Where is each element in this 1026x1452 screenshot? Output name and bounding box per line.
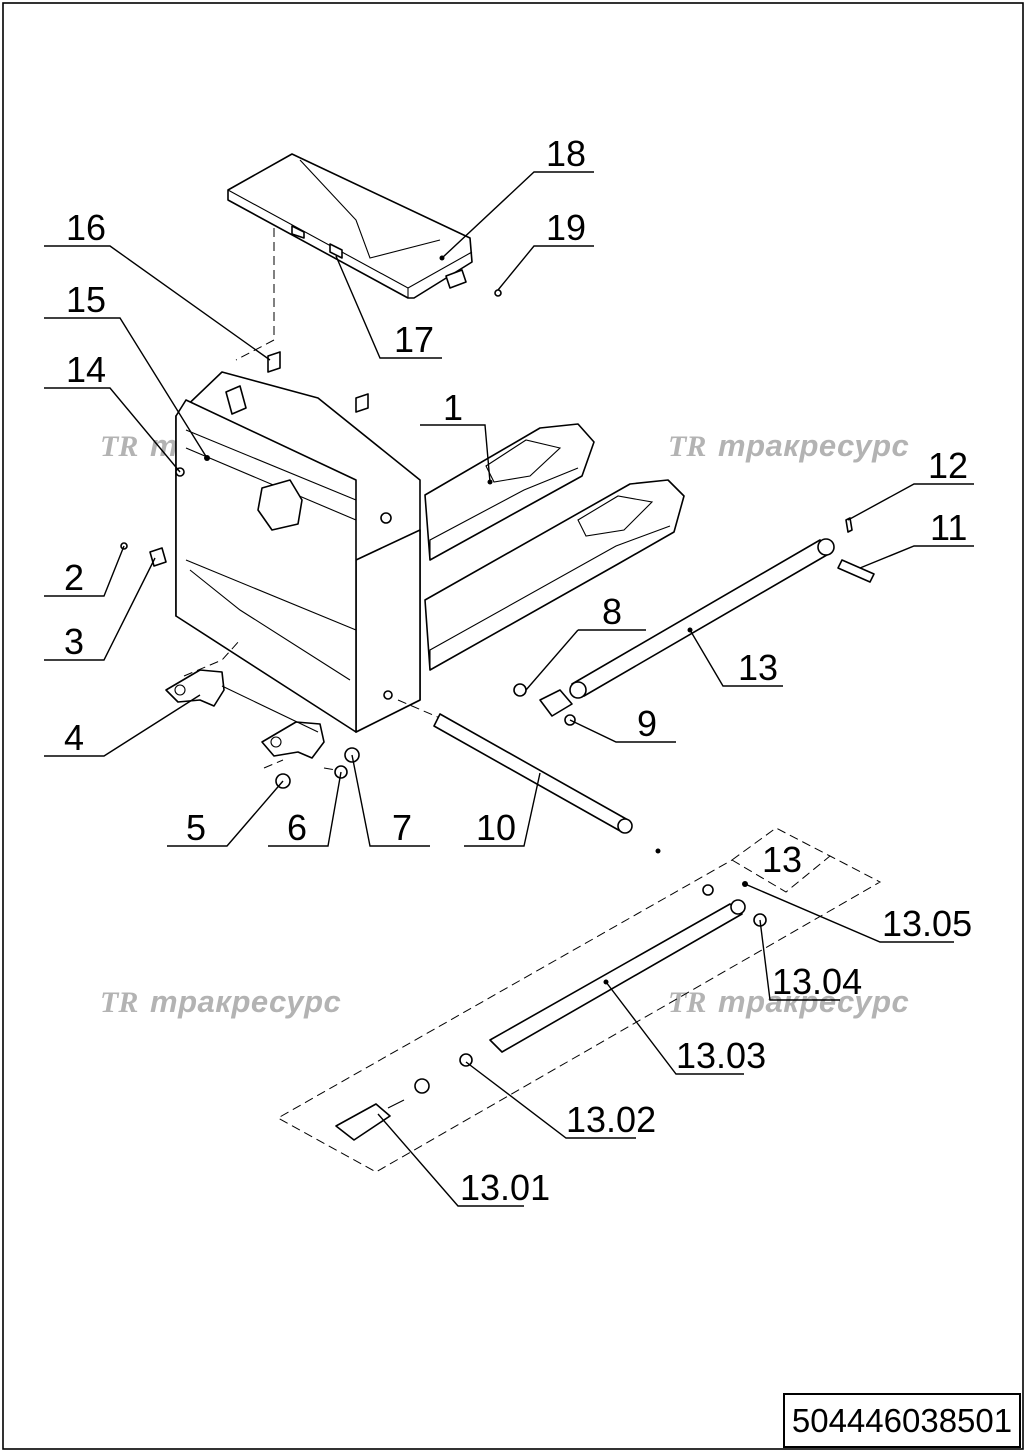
assembly-line-cover bbox=[235, 228, 275, 361]
callout-7: 7 bbox=[392, 807, 412, 848]
assembly-13-detail bbox=[276, 827, 882, 1173]
watermark-text: тракресурс bbox=[718, 428, 909, 463]
callout-1: 1 bbox=[443, 387, 463, 428]
leader-lines bbox=[44, 171, 974, 1207]
part-13-01-clevis bbox=[335, 1103, 391, 1141]
part-13-rod bbox=[539, 538, 835, 717]
callout-2: 2 bbox=[64, 557, 84, 598]
watermark-logo: TR bbox=[668, 986, 706, 1019]
callout-13-03: 13.03 bbox=[676, 1035, 766, 1076]
watermark-bottom-left: TR тракресурс bbox=[100, 984, 341, 1019]
part-13-02-washer bbox=[414, 1078, 430, 1094]
callout-18: 18 bbox=[546, 133, 586, 174]
callout-13-01: 13.01 bbox=[460, 1167, 550, 1208]
callout-15: 15 bbox=[66, 279, 106, 320]
callout-12: 12 bbox=[928, 445, 968, 486]
callout-10: 10 bbox=[476, 807, 516, 848]
part-12-pin bbox=[845, 517, 853, 533]
watermark-logo: TR bbox=[100, 430, 138, 463]
callout-17: 17 bbox=[394, 319, 434, 360]
callout-6: 6 bbox=[287, 807, 307, 848]
callout-13-02: 13.02 bbox=[566, 1099, 656, 1140]
callout-14: 14 bbox=[66, 349, 106, 390]
part-4-levers bbox=[165, 639, 325, 759]
callout-13-box: 13 bbox=[762, 839, 802, 880]
part-13-02-nut bbox=[459, 1053, 473, 1067]
watermark-bottom-right: TR тракресурс bbox=[668, 984, 909, 1019]
callout-4: 4 bbox=[64, 717, 84, 758]
document-number: 504446038501 bbox=[783, 1393, 1021, 1448]
watermark-logo: TR bbox=[100, 986, 138, 1019]
part-18-cover bbox=[227, 153, 502, 299]
watermark-text: тракресурс bbox=[718, 984, 909, 1019]
watermark-text: тракресурс bbox=[150, 984, 341, 1019]
callout-13: 13 bbox=[738, 647, 778, 688]
part-13-03-tube bbox=[489, 903, 743, 1053]
callout-9: 9 bbox=[637, 703, 657, 744]
callout-labels: 1 2 3 4 5 6 7 8 9 10 11 12 13 14 15 16 1… bbox=[64, 133, 972, 1208]
watermark-logo: TR bbox=[668, 430, 706, 463]
callout-3: 3 bbox=[64, 621, 84, 662]
part-10-axle bbox=[397, 699, 661, 854]
part-11-pin bbox=[837, 559, 875, 583]
callout-16: 16 bbox=[66, 207, 106, 248]
callout-13-05: 13.05 bbox=[882, 903, 972, 944]
callout-5: 5 bbox=[186, 807, 206, 848]
callout-11: 11 bbox=[930, 507, 967, 548]
callout-8: 8 bbox=[602, 591, 622, 632]
part-1-frame bbox=[175, 351, 685, 733]
callout-13-04: 13.04 bbox=[772, 961, 862, 1002]
part-13-04-bushing-a bbox=[702, 884, 714, 896]
part-8-pin bbox=[513, 683, 527, 697]
callout-19: 19 bbox=[546, 207, 586, 248]
watermark-top-right: TR тракресурс bbox=[668, 428, 909, 463]
assembly-line-bushings bbox=[263, 759, 337, 771]
